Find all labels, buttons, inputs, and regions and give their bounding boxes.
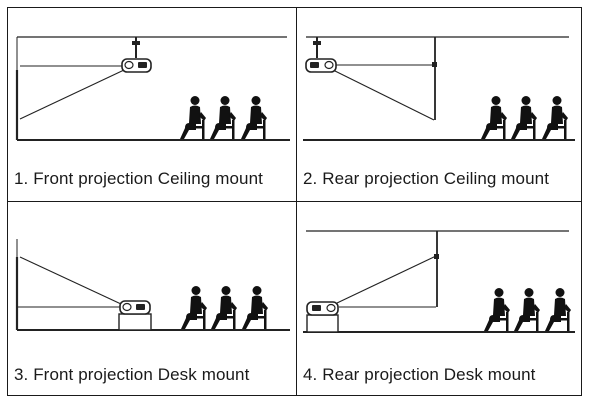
audience-seated-person-icon [211,286,237,329]
audience-seated-person-icon [511,96,537,139]
panel-front-desk: 3. Front projection Desk mount [8,202,296,395]
projector-icon [119,300,151,315]
desk-table-icon [306,314,339,333]
ceiling-mount-bracket-icon [313,37,321,58]
caption-front-desk: 3. Front projection Desk mount [14,365,250,384]
projector-icon [121,58,152,73]
panel-front-ceiling: 1. Front projection Ceiling mount [8,8,296,201]
audience-group [481,96,568,139]
audience-seated-person-icon [514,288,540,331]
audience-seated-person-icon [484,288,510,331]
audience-group [484,288,571,331]
caption-rear-desk: 4. Rear projection Desk mount [303,365,536,384]
panel-rear-desk: 4. Rear projection Desk mount [297,202,582,395]
audience-seated-person-icon [180,96,206,139]
audience-seated-person-icon [545,288,571,331]
audience-seated-person-icon [210,96,236,139]
desk-table-icon [118,313,152,331]
scene-rear-ceiling [303,36,575,141]
table-divider-horizontal [7,201,582,202]
scene-front-desk [15,239,290,331]
audience-seated-person-icon [481,96,507,139]
screen-marker [432,62,437,67]
audience-seated-person-icon [242,286,268,329]
audience-seated-person-icon [181,286,207,329]
audience-group [180,96,267,139]
projector-icon [305,58,337,73]
screen-marker [434,254,439,259]
scene-front-ceiling [15,36,290,141]
audience-seated-person-icon [241,96,267,139]
caption-front-ceiling: 1. Front projection Ceiling mount [14,169,263,188]
caption-rear-ceiling: 2. Rear projection Ceiling mount [303,169,550,188]
panel-rear-ceiling: 2. Rear projection Ceiling mount [297,8,582,201]
projector-icon [306,301,339,316]
audience-seated-person-icon [542,96,568,139]
scene-rear-desk [303,230,575,333]
ceiling-mount-bracket-icon [132,37,140,58]
audience-group [181,286,268,329]
